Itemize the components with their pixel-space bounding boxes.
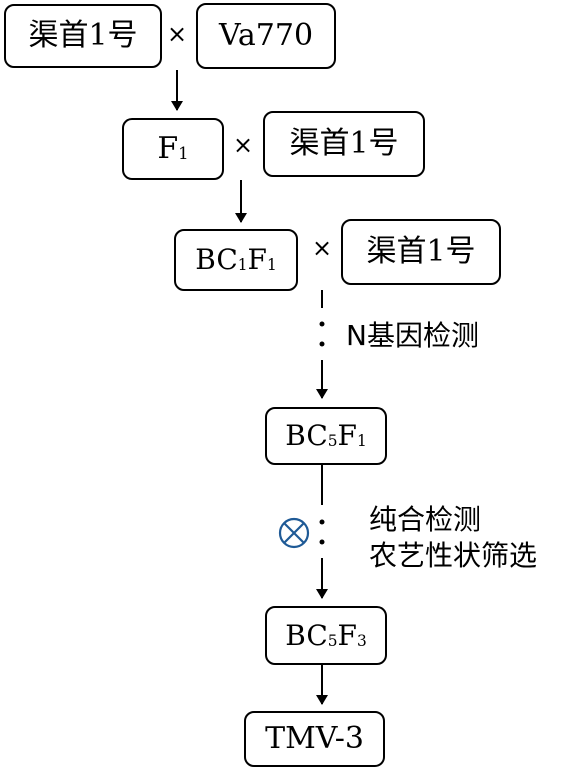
selfing-symbol bbox=[278, 517, 310, 549]
homozygous-detection-label: 纯合检测 bbox=[369, 503, 482, 536]
f1-box: F1 bbox=[122, 118, 224, 180]
dot bbox=[319, 341, 325, 347]
parent-qushou1-box: 渠首1号 bbox=[4, 4, 162, 68]
dot bbox=[319, 539, 325, 545]
parent-va770-label: Va770 bbox=[218, 18, 314, 53]
n-gene-detection-label: N基因检测 bbox=[346, 319, 479, 352]
cross-symbol: × bbox=[312, 234, 333, 262]
dot bbox=[319, 321, 325, 327]
recurrent-parent-box-1: 渠首1号 bbox=[263, 111, 425, 177]
bc1f1-box: BC1F1 bbox=[174, 229, 298, 291]
tmv3-label: TMV-3 bbox=[265, 721, 364, 756]
parent-va770-box: Va770 bbox=[196, 3, 336, 69]
cross-symbol: × bbox=[167, 20, 188, 48]
recurrent-parent-label: 渠首1号 bbox=[289, 126, 399, 161]
bc5f3-box: BC5F3 bbox=[265, 606, 387, 665]
f1-label: F1 bbox=[157, 131, 189, 166]
dot bbox=[319, 519, 325, 525]
recurrent-parent-box-2: 渠首1号 bbox=[341, 219, 501, 285]
tmv3-box: TMV-3 bbox=[244, 711, 385, 767]
bc5f1-label: BC5F1 bbox=[285, 419, 367, 452]
agronomic-trait-screening-label: 农艺性状筛选 bbox=[369, 539, 538, 572]
bc5f3-label: BC5F3 bbox=[285, 618, 367, 652]
parent-qushou1-label: 渠首1号 bbox=[28, 18, 138, 53]
cross-symbol: × bbox=[233, 131, 254, 159]
bc1f1-label: BC1F1 bbox=[195, 243, 277, 276]
recurrent-parent-label: 渠首1号 bbox=[366, 234, 476, 269]
bc5f1-box: BC5F1 bbox=[265, 407, 387, 465]
